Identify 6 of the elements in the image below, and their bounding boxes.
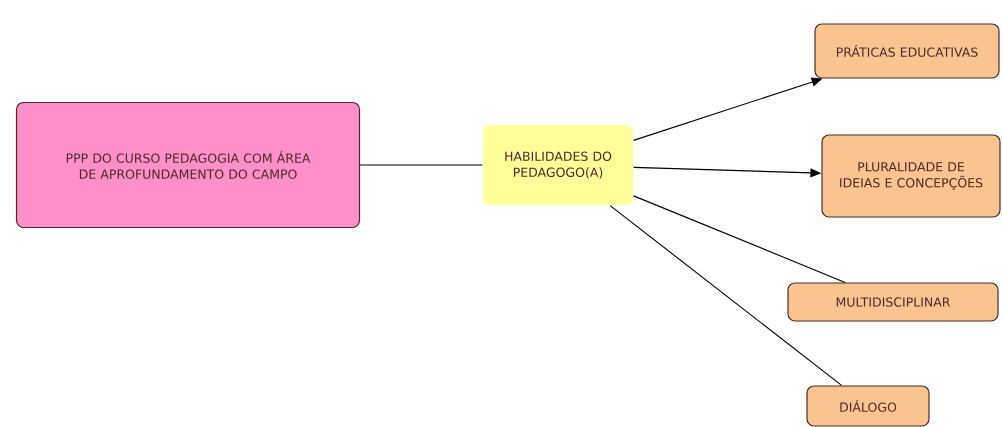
concept-box: PRÁTICAS EDUCATIVAS (814, 23, 1000, 79)
concept-box: PLURALIDADE DE IDEIAS E CONCEPÇÕES (821, 134, 1001, 218)
central-concept-box: HABILIDADES DO PEDAGOGO(A) (483, 125, 633, 205)
concept-box: MULTIDISCIPLINAR (787, 282, 999, 322)
concept-box: PPP DO CURSO PEDAGOGIA COM ÁREA DE APROFUNDAMENTO DO CAMPO (15, 101, 361, 229)
concept-box: DIÁLOGO (806, 385, 930, 427)
